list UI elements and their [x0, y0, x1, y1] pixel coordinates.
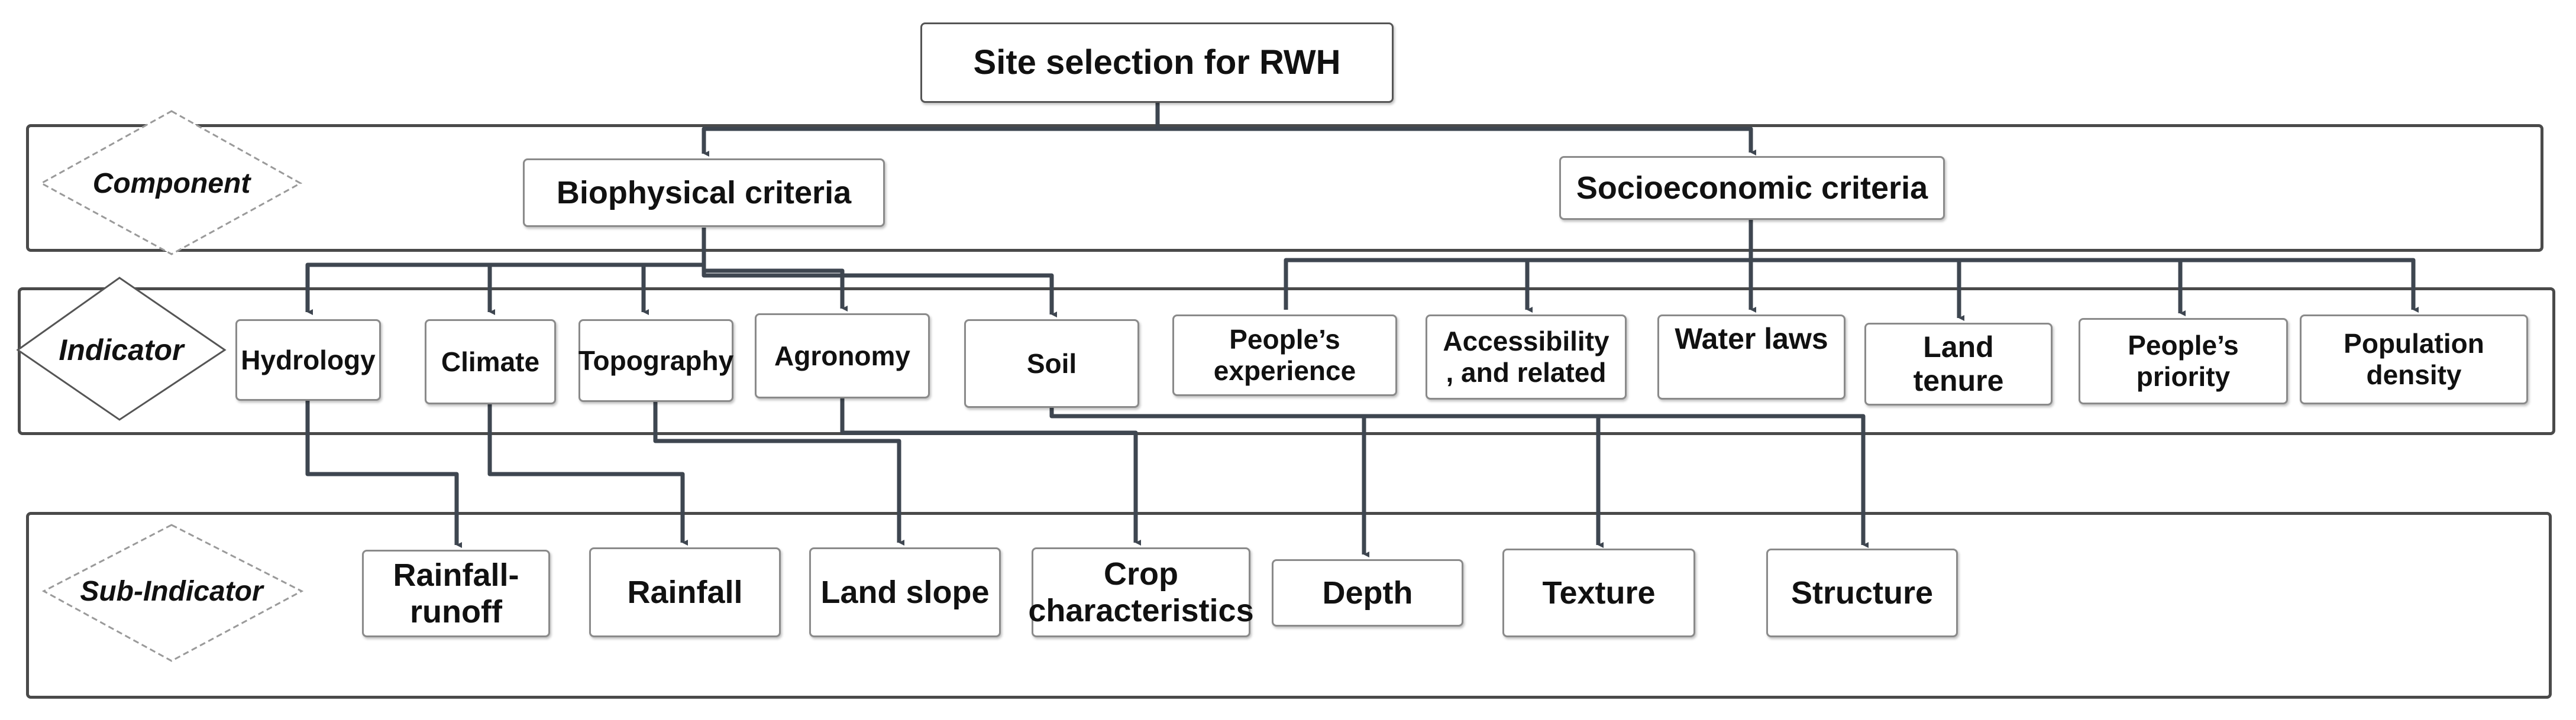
population-density-node: Population density [2300, 314, 2528, 404]
edge-bio-agronomy [702, 265, 848, 312]
topography-node: Topography [578, 319, 733, 402]
peoples-priority-node: People’s priority [2079, 318, 2288, 404]
edge-root-biophysical [702, 102, 1160, 157]
edge-hydrology-runoff [305, 401, 462, 548]
edge-socio-bar [1284, 258, 2419, 313]
component-band [26, 124, 2543, 252]
root-node: Site selection for RWH [920, 22, 1394, 103]
accessibility-node: Accessibility , and related [1426, 314, 1627, 400]
edge-root-socioeconomic [1155, 102, 1756, 155]
climate-node: Climate [425, 319, 556, 404]
edge-bio-climate [487, 262, 704, 315]
water-laws-node: Water laws [1657, 314, 1845, 400]
rainfall-node: Rainfall [589, 547, 781, 637]
edge-climate-rainfall [487, 404, 688, 546]
structure-node: Structure [1766, 549, 1958, 637]
texture-node: Texture [1502, 549, 1695, 637]
edge-soil-depth [1049, 408, 1369, 557]
rainfall-runoff-node: Rainfall- runoff [362, 550, 550, 637]
sub-indicator-level-label: Sub-Indicator [80, 575, 263, 607]
sub-indicator-diamond [41, 524, 304, 662]
indicator-diamond [16, 277, 227, 421]
biophysical-criteria-node: Biophysical criteria [523, 158, 885, 227]
peoples-experience-node: People’s experience [1172, 314, 1397, 396]
indicator-level-label: Indicator [59, 333, 184, 367]
edge-soil-structure [1598, 414, 1869, 548]
sub-indicator-band [26, 512, 2552, 699]
edge-bio-topography [641, 262, 704, 315]
soil-node: Soil [964, 319, 1139, 408]
land-tenure-node: Land tenure [1864, 323, 2053, 406]
agronomy-node: Agronomy [755, 313, 930, 398]
hydrology-node: Hydrology [235, 319, 381, 401]
component-diamond [39, 110, 303, 255]
component-level-label: Component [92, 167, 251, 199]
socioeconomic-criteria-node: Socioeconomic criteria [1559, 156, 1945, 220]
land-slope-node: Land slope [809, 547, 1001, 637]
edge-agronomy-crop [840, 398, 1141, 546]
depth-node: Depth [1272, 559, 1463, 627]
crop-characteristics-node: Crop characteristics [1028, 547, 1254, 637]
edge-topography-slope [653, 402, 904, 546]
edge-bio-soil [702, 271, 1057, 317]
